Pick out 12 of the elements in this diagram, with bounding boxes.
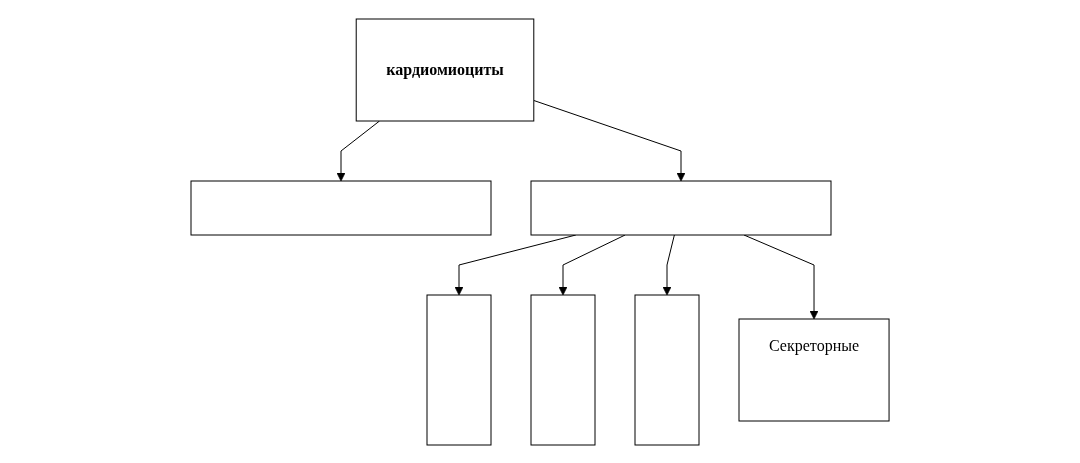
arrow: [743, 234, 819, 319]
arrow: [662, 234, 675, 295]
node-box: [426, 294, 492, 445]
node-box: [530, 180, 832, 235]
node-box: [190, 180, 492, 235]
node-box: [634, 294, 700, 445]
arrow: [336, 120, 380, 181]
node-box: Секреторные: [738, 318, 890, 421]
node-box: кардиомиоциты: [355, 18, 535, 121]
node-box: [530, 294, 596, 445]
arrow: [558, 234, 626, 295]
arrow: [533, 99, 686, 181]
